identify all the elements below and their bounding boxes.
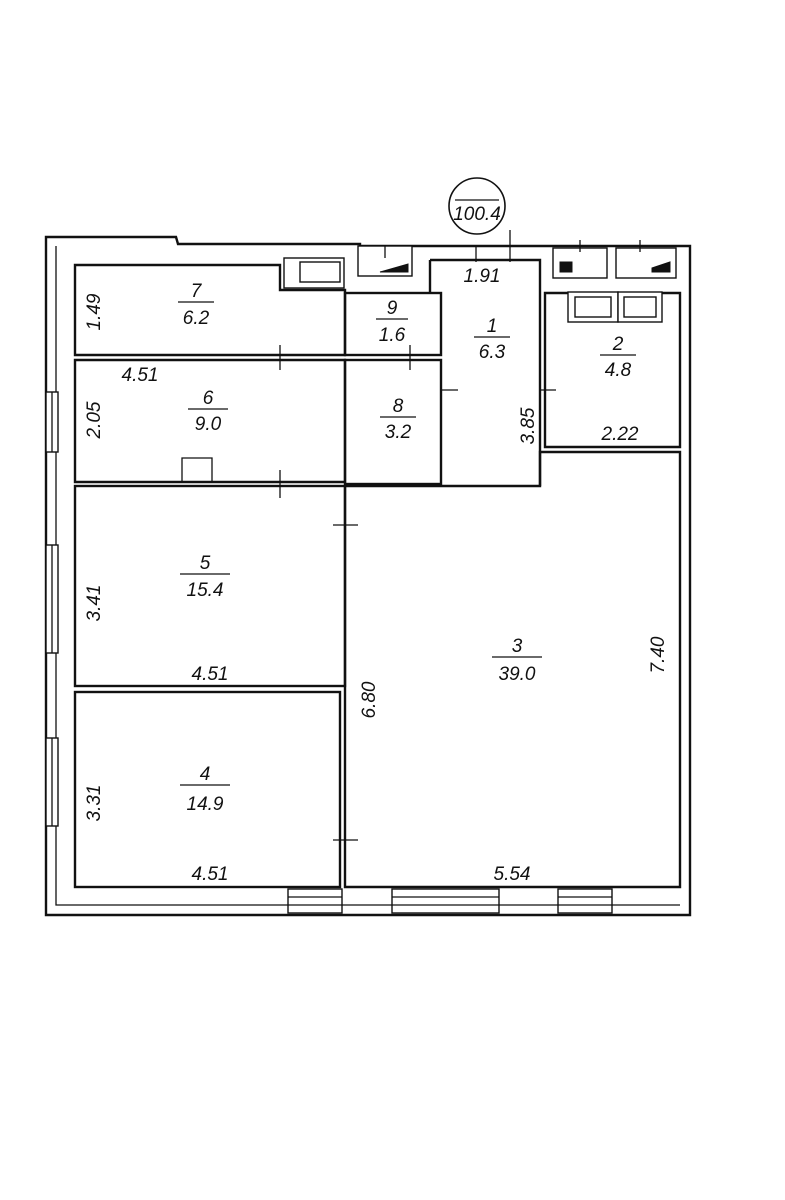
room-2-area: 4.8 <box>605 360 632 381</box>
room-1-area: 6.3 <box>479 342 506 363</box>
room-7 <box>73 263 347 357</box>
room-3-area: 39.0 <box>499 664 536 685</box>
room-9-area: 1.6 <box>379 325 406 346</box>
dim-room6-width: 4.51 <box>122 365 159 386</box>
room-4-area: 14.9 <box>187 794 224 815</box>
total-area-marker: 100.4 <box>448 177 506 235</box>
dim-room6-height: 2.05 <box>84 401 105 439</box>
room-8-number: 8 <box>393 396 404 417</box>
room-4 <box>73 690 342 889</box>
dim-room7-height: 1.49 <box>84 293 105 330</box>
dim-hall-width: 1.91 <box>464 266 501 287</box>
room-6-area: 9.0 <box>195 414 222 435</box>
room-7-number: 7 <box>191 281 203 302</box>
outer-walls <box>44 235 692 917</box>
fixtures <box>283 240 677 323</box>
room-3-number: 3 <box>512 636 523 657</box>
room-4-number: 4 <box>200 764 211 785</box>
room-7-area: 6.2 <box>183 308 210 329</box>
room-1 <box>428 258 542 487</box>
room-1-number: 1 <box>487 316 498 337</box>
room-5-number: 5 <box>200 553 211 574</box>
dimension-labels: 1.49 4.51 2.05 3.41 4.51 3.31 4.51 1.91 … <box>84 266 669 885</box>
room-3 <box>343 450 682 889</box>
dim-room5-width: 4.51 <box>192 664 229 685</box>
room-8 <box>343 358 443 486</box>
room-5-area: 15.4 <box>187 580 224 601</box>
door-marks <box>279 230 556 841</box>
dim-room2-width: 2.22 <box>601 424 639 445</box>
total-area-label: 100.4 <box>453 204 501 225</box>
room-2-number: 2 <box>612 334 624 355</box>
room-6-number: 6 <box>203 388 214 409</box>
room-9 <box>343 291 443 357</box>
bottom-windows <box>287 888 613 914</box>
dim-room5-height: 3.41 <box>84 585 105 622</box>
dim-room4-height: 3.31 <box>84 785 105 822</box>
left-windows <box>45 391 59 827</box>
dim-room3-width: 5.54 <box>494 864 531 885</box>
room-8-area: 3.2 <box>385 422 412 443</box>
dim-corridor-length: 6.80 <box>359 681 380 718</box>
dim-room4-width: 4.51 <box>192 864 229 885</box>
room-labels: 7 6.2 9 1.6 1 6.3 2 4.8 6 9.0 8 3.2 5 15… <box>178 281 636 815</box>
dim-hall-height: 3.85 <box>518 407 539 444</box>
room-9-number: 9 <box>387 298 398 319</box>
dim-room3-height: 7.40 <box>648 636 669 673</box>
